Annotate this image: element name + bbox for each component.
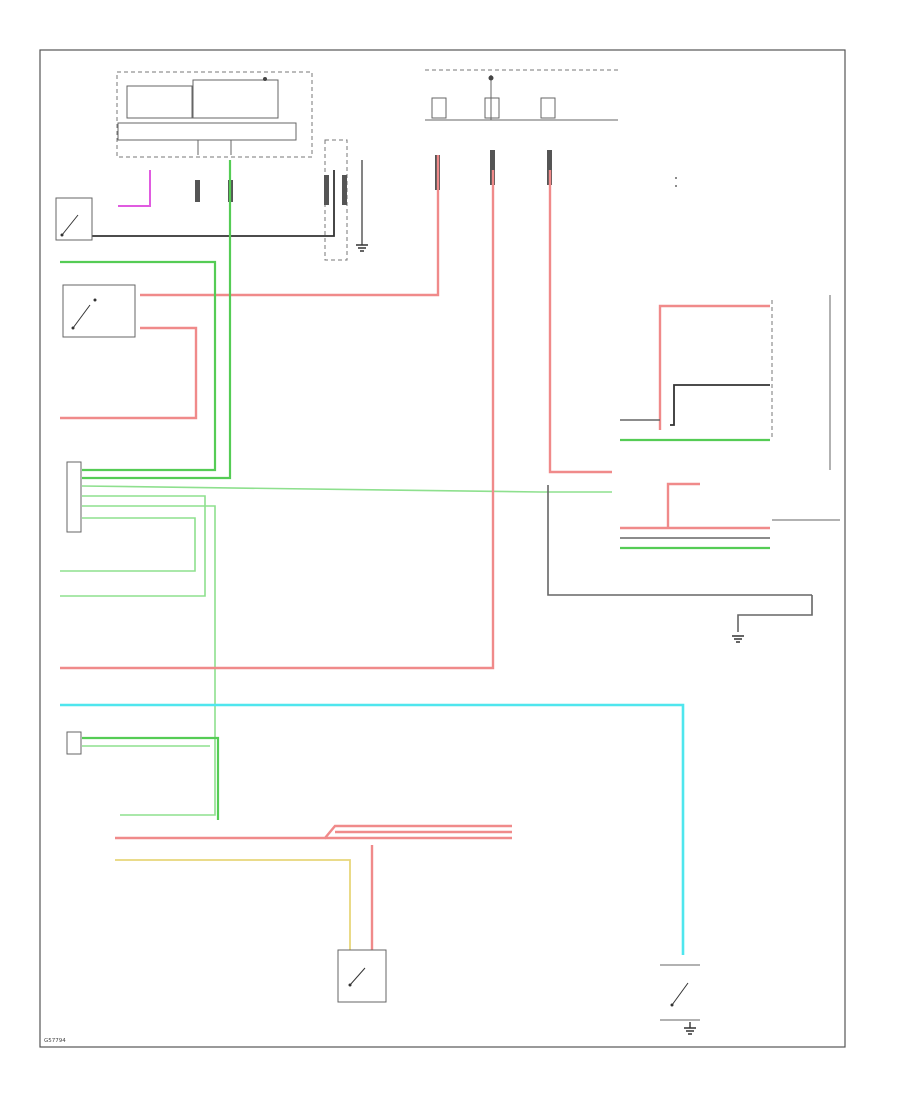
wire-green-lower [82, 736, 220, 820]
wire-yellow [115, 859, 351, 950]
fuse-block [425, 69, 618, 121]
wire-magenta-sensor [118, 170, 151, 207]
wire-black-cluster [92, 170, 335, 237]
wire-lgreen-long [81, 485, 612, 493]
wire-green-cluster [82, 160, 232, 480]
passenger-presence-switch [660, 964, 700, 1021]
wire-cyan [60, 703, 685, 955]
wire-pink-fuse-a [140, 155, 440, 297]
wire-pink-fuse-c [548, 170, 612, 474]
ignition-switch [62, 284, 136, 338]
wire-pink-lower-1 [115, 824, 512, 840]
left-connector-pins [66, 461, 82, 755]
wire-lgreen-2 [82, 505, 216, 816]
sensor-switch [55, 197, 93, 241]
wire-pink-switch [60, 326, 198, 420]
seat-belt-switch [337, 949, 387, 1003]
right-module-upper [620, 295, 831, 470]
instrument-cluster-block [116, 71, 348, 261]
right-module-lower [547, 482, 840, 632]
wire-pink-fuse-b [60, 170, 495, 670]
wire-lgreen-1 [60, 495, 206, 597]
wire-lgreen-3 [60, 517, 196, 572]
diagram-code: G57794 [44, 1038, 66, 1044]
diagram-frame [39, 49, 846, 1048]
ground-symbols [356, 244, 744, 1035]
wire-green-top [60, 260, 217, 472]
connector-stubs [195, 150, 552, 205]
legend [675, 177, 677, 187]
